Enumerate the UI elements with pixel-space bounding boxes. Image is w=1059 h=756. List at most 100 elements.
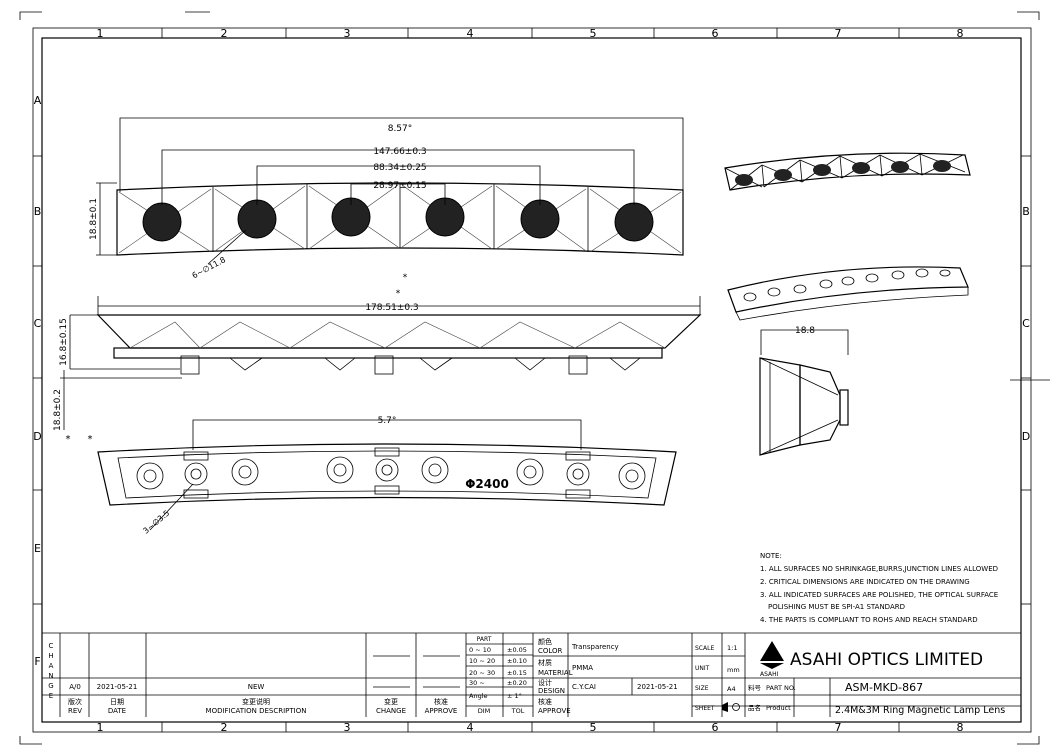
dim-88: 88.34±0.25 bbox=[373, 163, 426, 173]
svg-text:MODIFICATION DESCRIPTION: MODIFICATION DESCRIPTION bbox=[206, 707, 307, 715]
svg-text:E: E bbox=[49, 692, 53, 700]
row-ticks bbox=[33, 155, 1050, 605]
part-header: PART bbox=[477, 636, 492, 643]
svg-text:±0.20: ±0.20 bbox=[507, 679, 527, 687]
svg-text:A: A bbox=[34, 94, 42, 107]
front-view: 178.51±0.3 16.8±0.15 * bbox=[59, 289, 702, 379]
outer-border bbox=[32, 27, 1032, 733]
svg-text:6: 6 bbox=[712, 27, 719, 40]
svg-text:UNIT: UNIT bbox=[695, 665, 710, 672]
lens-cups bbox=[142, 197, 654, 242]
svg-text:20 ~ 30: 20 ~ 30 bbox=[469, 669, 495, 677]
unit-value: mm bbox=[727, 666, 740, 674]
svg-text:Angle: Angle bbox=[469, 692, 488, 700]
designer-value: C.Y.CAI bbox=[572, 683, 596, 691]
svg-text:颜色: 颜色 bbox=[538, 637, 552, 646]
note-4: 4. THE PARTS IS COMPLIANT TO ROHS AND RE… bbox=[760, 616, 978, 624]
svg-text:4: 4 bbox=[467, 27, 474, 40]
svg-text:DIM: DIM bbox=[478, 707, 491, 715]
svg-text:PART NO.: PART NO. bbox=[766, 684, 796, 692]
dim-length: 178.51±0.3 bbox=[365, 303, 418, 313]
row-labels-right: B C D bbox=[1022, 205, 1030, 443]
product-name: 2.4M&3M Ring Magnetic Lamp Lens bbox=[835, 705, 1005, 716]
svg-text:1: 1 bbox=[97, 27, 104, 40]
notes-title: NOTE: bbox=[760, 552, 782, 560]
dim-top-angle: 8.57° bbox=[388, 124, 413, 134]
svg-text:8: 8 bbox=[957, 27, 964, 40]
bottom-view: 18.8±0.2 * * 5.7° Φ2400 3~∅3.5 bbox=[53, 370, 677, 536]
asahi-logo: ASAHI bbox=[760, 641, 784, 678]
svg-text:日期: 日期 bbox=[110, 698, 124, 706]
svg-text:B: B bbox=[1022, 205, 1030, 218]
svg-text:±0.05: ±0.05 bbox=[507, 646, 527, 654]
notes: NOTE: 1. ALL SURFACES NO SHRINKAGE,BURRS… bbox=[760, 552, 998, 624]
svg-text:SHEET: SHEET bbox=[695, 705, 715, 712]
svg-text:5: 5 bbox=[590, 27, 597, 40]
svg-text:C: C bbox=[34, 317, 42, 330]
dim-side-height: 16.8±0.15 bbox=[59, 318, 69, 366]
svg-text:核准: 核准 bbox=[434, 697, 448, 706]
svg-text:3: 3 bbox=[344, 721, 351, 734]
svg-text:SIZE: SIZE bbox=[695, 685, 709, 692]
svg-text:C: C bbox=[1022, 317, 1030, 330]
column-labels-bottom: 1 2 3 4 5 6 7 8 bbox=[97, 721, 964, 734]
iso-view-top bbox=[724, 152, 971, 191]
dim-side-width: 18.8 bbox=[795, 326, 815, 336]
svg-text:7: 7 bbox=[835, 721, 842, 734]
svg-text:±0.10: ±0.10 bbox=[507, 657, 527, 665]
top-view: 8.57° 147.66±0.3 88.34±0.25 28.97±0.15 1… bbox=[89, 117, 684, 283]
svg-text:APPROVE: APPROVE bbox=[538, 707, 571, 715]
svg-text:APPROVE: APPROVE bbox=[425, 707, 458, 715]
date-value: 2021-05-21 bbox=[97, 683, 138, 691]
svg-text:REV: REV bbox=[68, 707, 82, 715]
svg-text:2: 2 bbox=[221, 27, 228, 40]
star-2: * bbox=[396, 289, 401, 299]
note-3: 3. ALL INDICATED SURFACES ARE POLISHED, … bbox=[760, 591, 998, 599]
part-number: ASM-MKD-867 bbox=[845, 681, 923, 694]
svg-text:2: 2 bbox=[221, 721, 228, 734]
svg-text:5: 5 bbox=[590, 721, 597, 734]
svg-text:10 ~ 20: 10 ~ 20 bbox=[469, 657, 495, 665]
svg-text:G: G bbox=[48, 682, 53, 690]
note-3b: POLISHING MUST BE SPI-A1 STANDARD bbox=[768, 603, 905, 611]
svg-text:± 1°: ± 1° bbox=[507, 692, 522, 700]
design-date-value: 2021-05-21 bbox=[637, 683, 678, 691]
svg-text:B: B bbox=[34, 205, 42, 218]
svg-text:品名: 品名 bbox=[748, 703, 761, 712]
star-3: * bbox=[66, 434, 71, 445]
corner-marks bbox=[19, 11, 1040, 745]
dim-radius: Φ2400 bbox=[465, 477, 509, 491]
dim-bottom-angle: 5.7° bbox=[378, 416, 397, 426]
star-1: * bbox=[403, 273, 408, 283]
dim-height: 18.8±0.1 bbox=[89, 198, 99, 240]
svg-text:材质: 材质 bbox=[538, 658, 552, 667]
svg-text:C: C bbox=[49, 642, 54, 650]
svg-text:CHANGE: CHANGE bbox=[376, 707, 406, 715]
note-1: 1. ALL SURFACES NO SHRINKAGE,BURRS,JUNCT… bbox=[760, 565, 998, 573]
svg-text:0 ~ 10: 0 ~ 10 bbox=[469, 646, 491, 654]
svg-text:版次: 版次 bbox=[68, 697, 82, 706]
svg-text:SCALE: SCALE bbox=[695, 645, 714, 652]
svg-text:DATE: DATE bbox=[108, 707, 126, 715]
column-labels-top: 1 2 3 4 5 6 7 8 bbox=[97, 27, 964, 40]
svg-text:1: 1 bbox=[97, 721, 104, 734]
title-block: C H A N G E A/0 2021-05-21 NEW 版次 REV 日期… bbox=[42, 632, 1021, 717]
svg-text:TOL: TOL bbox=[511, 707, 525, 715]
side-section-view: 18.8 bbox=[759, 326, 849, 456]
company-name: ASAHI OPTICS LIMITED bbox=[790, 650, 983, 670]
svg-text:DESIGN: DESIGN bbox=[538, 687, 565, 695]
svg-text:±0.15: ±0.15 bbox=[507, 669, 527, 677]
svg-text:8: 8 bbox=[957, 721, 964, 734]
svg-text:D: D bbox=[1022, 430, 1030, 443]
svg-text:ASAHI: ASAHI bbox=[760, 671, 779, 678]
svg-text:3: 3 bbox=[344, 27, 351, 40]
svg-text:核准: 核准 bbox=[538, 697, 552, 706]
dim-28: 28.97±0.15 bbox=[373, 181, 426, 191]
svg-text:A: A bbox=[49, 662, 54, 670]
svg-text:30 ~: 30 ~ bbox=[469, 679, 485, 687]
svg-text:MATERIAL: MATERIAL bbox=[538, 669, 573, 677]
projection-symbol-icon bbox=[722, 702, 740, 712]
scale-value: 1:1 bbox=[727, 644, 737, 652]
iso-view-bottom bbox=[727, 266, 969, 321]
